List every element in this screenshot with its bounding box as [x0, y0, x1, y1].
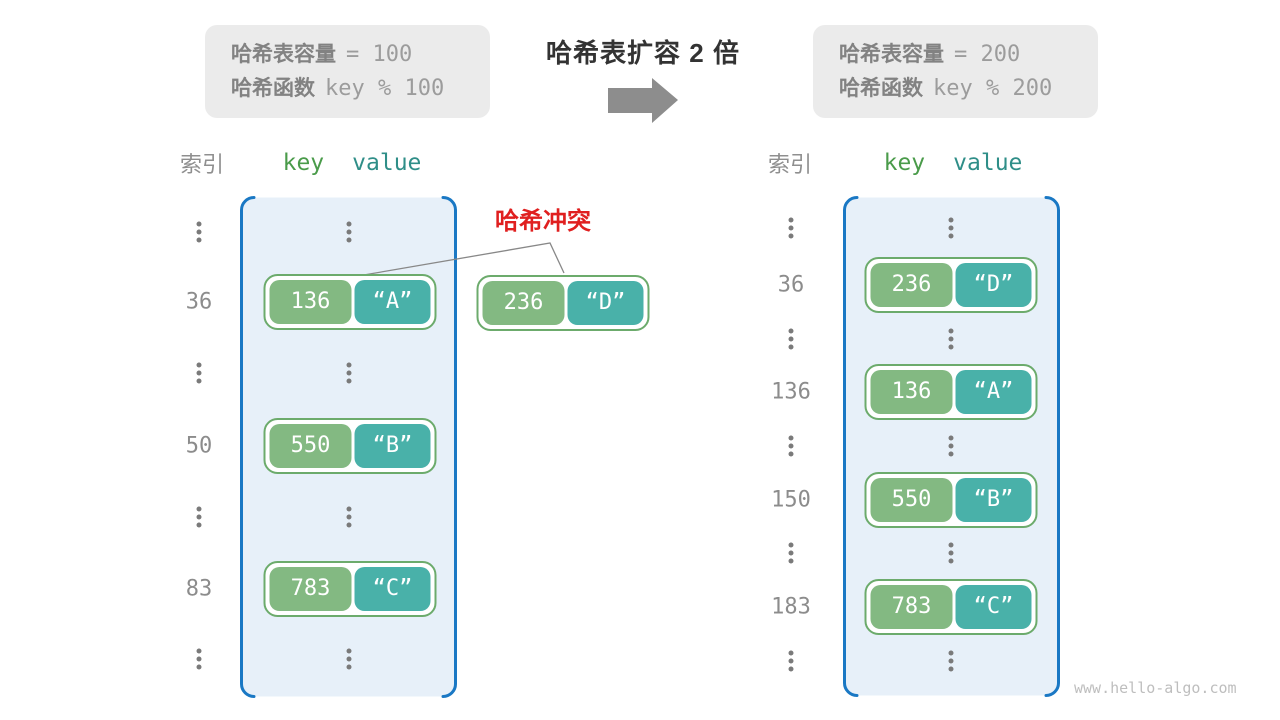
value-box: “B”	[955, 478, 1032, 522]
index-label: 150	[771, 487, 811, 513]
vertical-ellipsis	[196, 506, 202, 528]
key-box: 136	[870, 370, 953, 414]
value-box: “A”	[955, 370, 1032, 414]
left-index-header: 索引	[179, 152, 225, 177]
key-box: 783	[269, 567, 352, 611]
vertical-ellipsis	[948, 650, 954, 672]
vertical-ellipsis	[788, 217, 794, 239]
value-box: “A”	[354, 280, 431, 324]
value-header: value	[352, 150, 422, 176]
index-label: 50	[185, 433, 213, 459]
value-box: “B”	[354, 424, 431, 468]
right-capacity-line: 哈希表容量 = 200	[839, 38, 1098, 72]
vertical-ellipsis	[788, 650, 794, 672]
right-hash-function-line: 哈希函数 key % 200	[839, 72, 1098, 106]
capacity-label: 哈希表容量	[839, 43, 944, 66]
right-index-header: 索引	[767, 152, 813, 177]
vertical-ellipsis	[346, 362, 352, 384]
hash-function-value: key % 100	[325, 76, 445, 101]
value-box: “C”	[354, 567, 431, 611]
expansion-title: 哈希表扩容 2 倍	[546, 38, 740, 68]
vertical-ellipsis	[346, 506, 352, 528]
pair-783-C: 783 “C”	[864, 579, 1038, 635]
watermark: www.hello-algo.com	[1074, 679, 1237, 697]
right-capacity-info-box: 哈希表容量 = 200 哈希函数 key % 200	[813, 25, 1098, 118]
right-kv-header: key value	[884, 150, 1023, 176]
value-box: “C”	[955, 585, 1032, 629]
value-header: value	[953, 150, 1023, 176]
key-box: 136	[269, 280, 352, 324]
hash-function-label: 哈希函数	[231, 77, 315, 100]
capacity-value: = 200	[954, 42, 1021, 67]
left-kv-header: key value	[283, 150, 422, 176]
vertical-ellipsis	[788, 435, 794, 457]
key-header: key	[282, 150, 325, 176]
hash-function-label: 哈希函数	[839, 77, 923, 100]
pair-783-C: 783 “C”	[263, 561, 437, 617]
pair-550-B: 550 “B”	[263, 418, 437, 474]
capacity-label: 哈希表容量	[231, 43, 336, 66]
pair-236-D-colliding: 236 “D”	[476, 275, 650, 331]
index-label: 83	[185, 576, 213, 602]
key-box: 236	[482, 281, 565, 325]
key-box: 550	[870, 478, 953, 522]
vertical-ellipsis	[948, 328, 954, 350]
value-box: “D”	[567, 281, 644, 325]
pair-136-A: 136 “A”	[864, 364, 1038, 420]
pair-236-D: 236 “D”	[864, 257, 1038, 313]
left-capacity-info-box: 哈希表容量 = 100 哈希函数 key % 100	[205, 25, 490, 118]
vertical-ellipsis	[788, 542, 794, 564]
left-capacity-line: 哈希表容量 = 100	[231, 38, 490, 72]
vertical-ellipsis	[346, 221, 352, 243]
key-box: 236	[870, 263, 953, 307]
vertical-ellipsis	[196, 221, 202, 243]
vertical-ellipsis	[196, 362, 202, 384]
key-box: 783	[870, 585, 953, 629]
right-arrow-icon	[608, 78, 678, 123]
index-label: 36	[185, 289, 213, 315]
index-label: 136	[771, 379, 811, 405]
vertical-ellipsis	[948, 542, 954, 564]
pair-550-B: 550 “B”	[864, 472, 1038, 528]
key-box: 550	[269, 424, 352, 468]
vertical-ellipsis	[788, 328, 794, 350]
vertical-ellipsis	[948, 435, 954, 457]
left-hash-function-line: 哈希函数 key % 100	[231, 72, 490, 106]
vertical-ellipsis	[948, 217, 954, 239]
index-label: 183	[771, 594, 811, 620]
index-label: 36	[777, 272, 805, 298]
hash-collision-label: 哈希冲突	[495, 208, 591, 235]
vertical-ellipsis	[196, 648, 202, 670]
capacity-value: = 100	[346, 42, 413, 67]
pair-136-A: 136 “A”	[263, 274, 437, 330]
value-box: “D”	[955, 263, 1032, 307]
key-header: key	[883, 150, 926, 176]
vertical-ellipsis	[346, 648, 352, 670]
hash-function-value: key % 200	[933, 76, 1053, 101]
